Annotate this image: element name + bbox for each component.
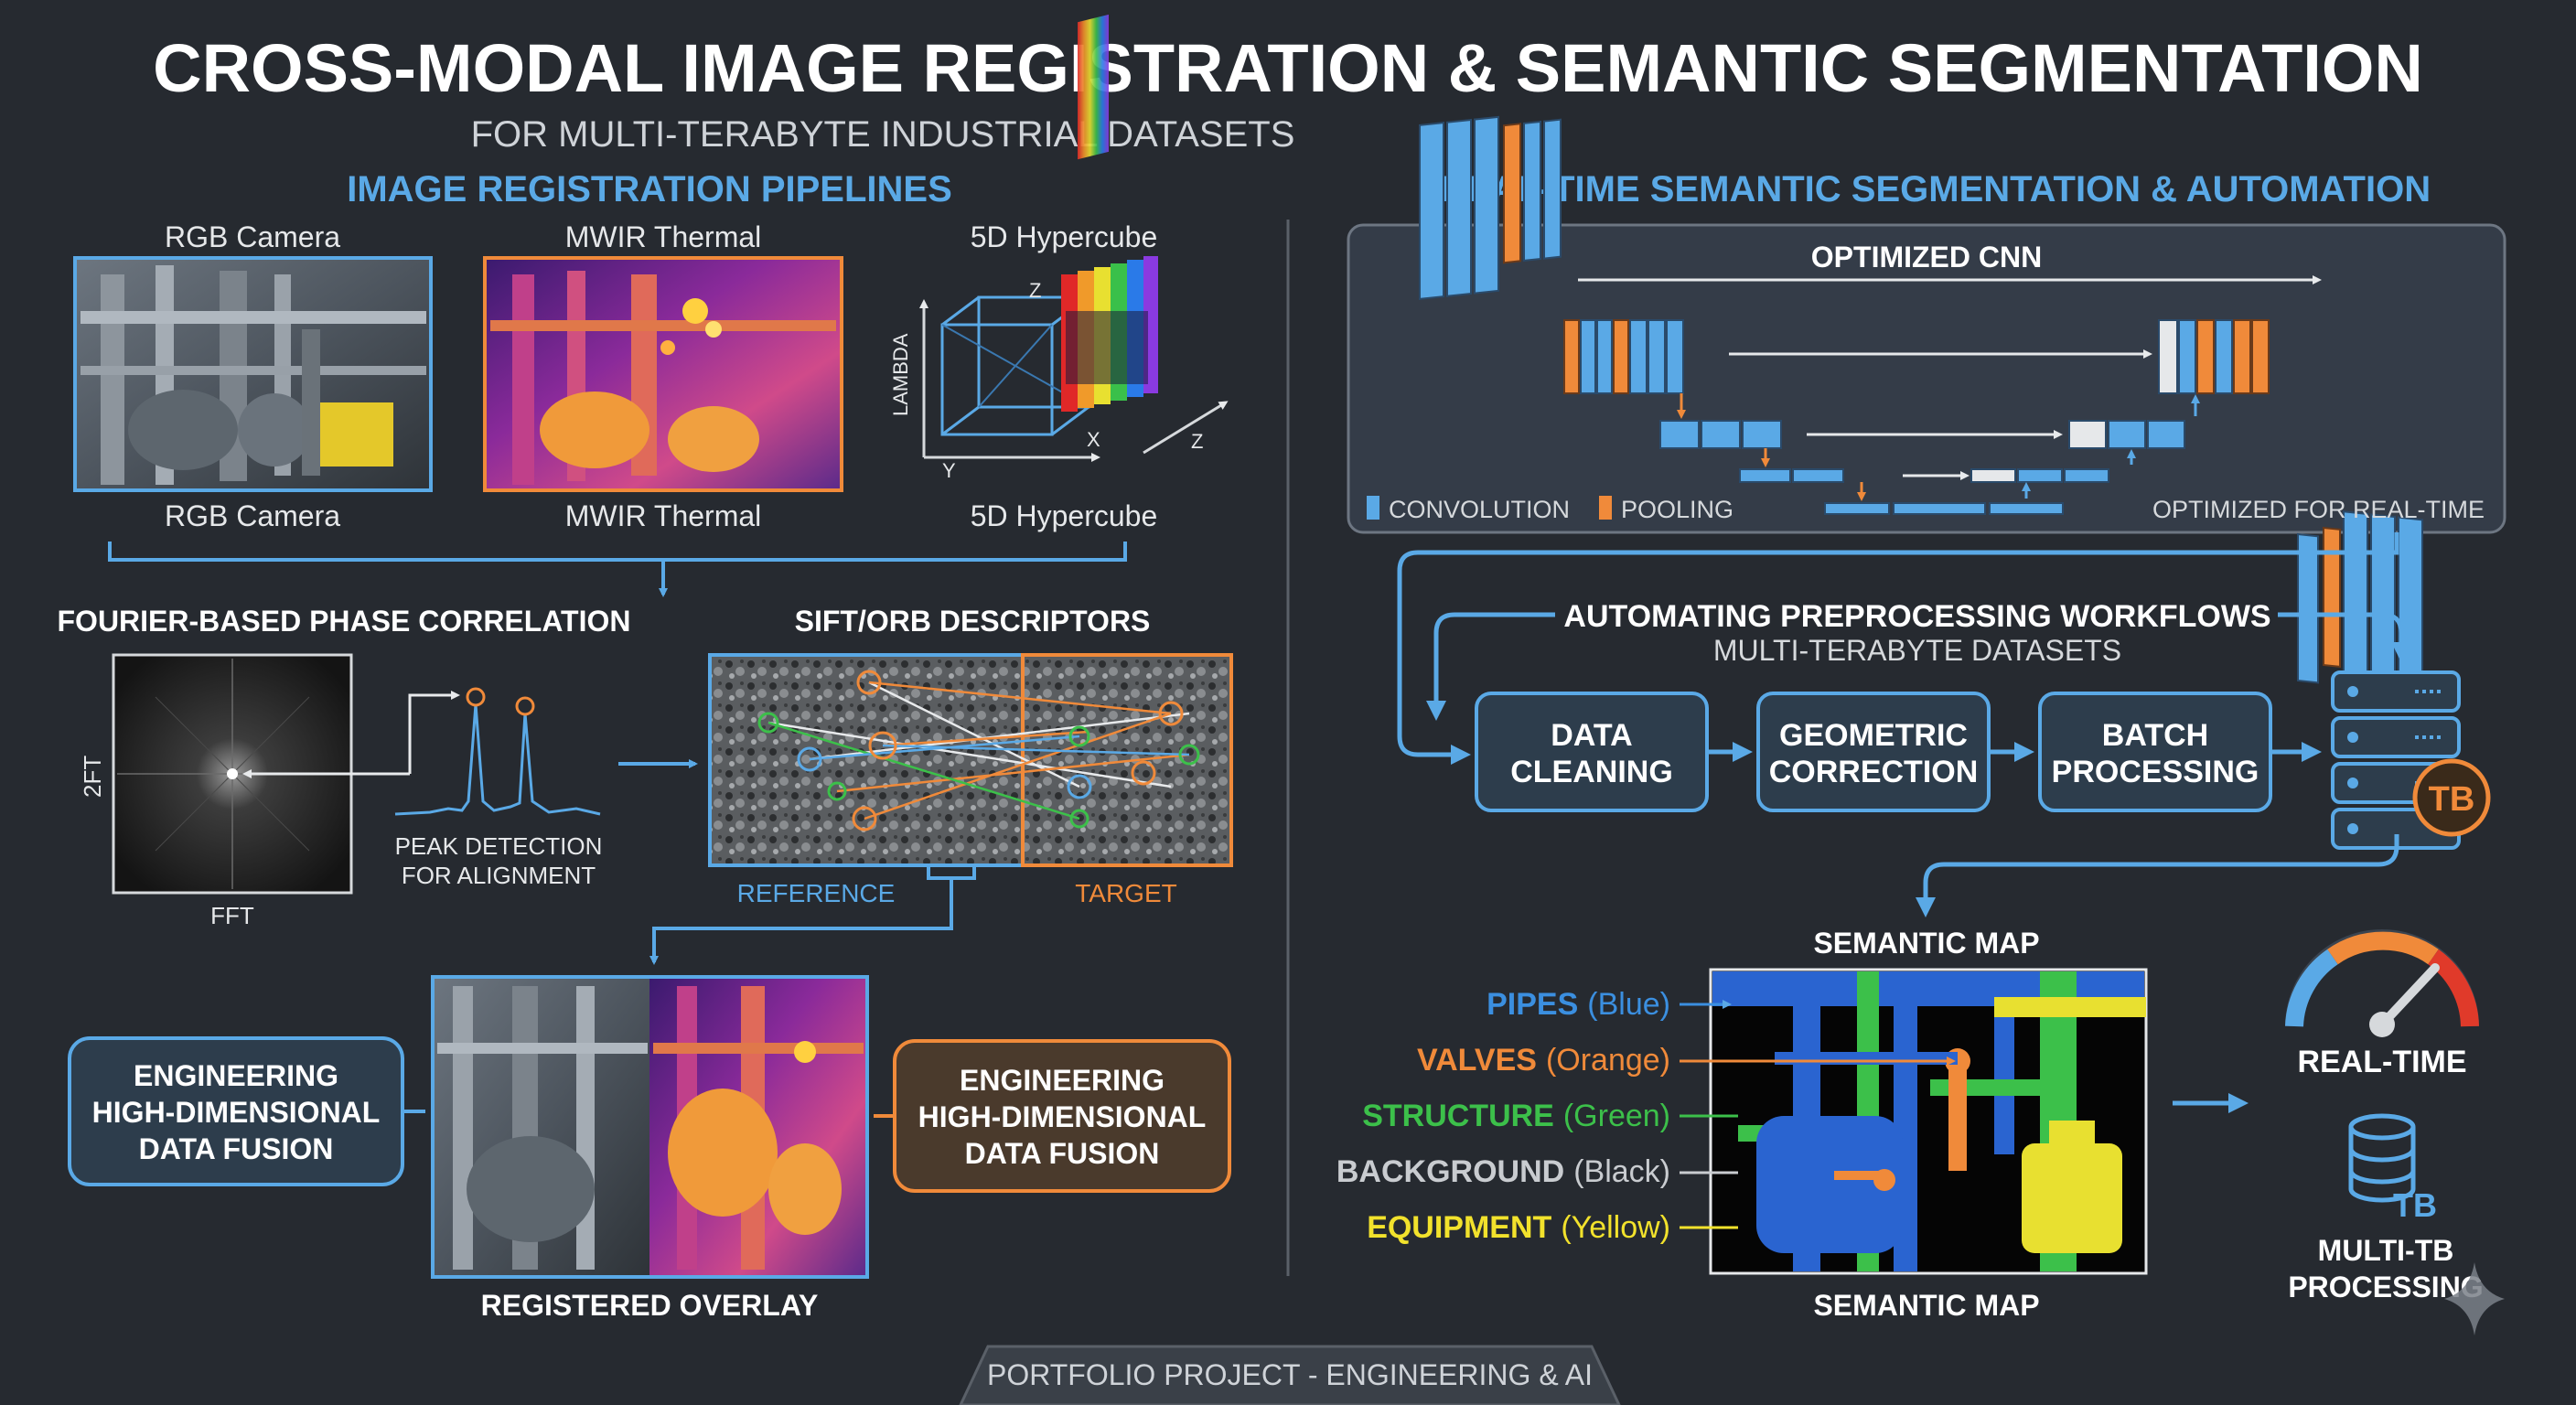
fft-y-label: 2FT: [79, 756, 106, 798]
sift-title: SIFT/ORB DESCRIPTORS: [795, 605, 1151, 638]
legend-pool-swatch: [1599, 496, 1612, 520]
step-3-line2: PROCESSING: [2052, 755, 2259, 789]
legend-valves-key: VALVES: [1417, 1043, 1537, 1078]
step-1-line1: DATA: [1551, 718, 1632, 753]
speedometer-icon: [2285, 929, 2479, 1037]
fusion-left-line3: DATA FUSION: [139, 1132, 334, 1165]
axis-lambda: LAMBDA: [889, 333, 912, 416]
sift-reference-label: REFERENCE: [737, 879, 896, 907]
step-3-line1: BATCH: [2102, 718, 2208, 753]
legend-background: BACKGROUND (Black): [1336, 1154, 1670, 1189]
semantic-map-title-bottom: SEMANTIC MAP: [1813, 1289, 2039, 1322]
fusion-right-line2: HIGH-DIMENSIONAL: [918, 1100, 1207, 1133]
db-tb-badge: TB: [2393, 1186, 2437, 1224]
right-section-title: REAL-TIME SEMANTIC SEGMENTATION & AUTOMA…: [1441, 169, 2431, 209]
cnn-title: OPTIMIZED CNN: [1811, 241, 2042, 273]
fourier-title: FOURIER-BASED PHASE CORRELATION: [58, 605, 631, 638]
cnn-to-workflow-connector: [1397, 532, 2399, 765]
hypercube-label-bottom: 5D Hypercube: [971, 499, 1158, 532]
storage-tb-badge: TB: [2429, 780, 2475, 819]
peak-signal-curve: [394, 703, 601, 816]
realtime-label: REAL-TIME: [2297, 1045, 2466, 1079]
fusion-right-line1: ENGINEERING: [960, 1064, 1165, 1097]
overlay-label: REGISTERED OVERLAY: [481, 1289, 819, 1322]
footer-text: PORTFOLIO PROJECT - ENGINEERING & AI: [987, 1358, 1593, 1391]
legend-structure-key: STRUCTURE: [1362, 1099, 1554, 1133]
sift-to-overlay-arrow: [654, 865, 976, 962]
rgb-label-bottom: RGB Camera: [165, 499, 340, 532]
main-title: CROSS-MODAL IMAGE REGISTRATION & SEMANTI…: [153, 30, 2423, 106]
sensor-merge-bracket: [108, 542, 1127, 595]
mwir-thermal-image: [483, 256, 843, 492]
multitb-label-line1: MULTI-TB: [2318, 1234, 2454, 1267]
hypercube-diagram: LAMBDA Z X Y Z: [889, 14, 1229, 482]
fusion-right-line3: DATA FUSION: [965, 1137, 1160, 1170]
legend-background-desc: (Black): [1573, 1154, 1670, 1189]
thermal-label-bottom: MWIR Thermal: [565, 499, 762, 532]
legend-valves: VALVES (Orange): [1417, 1043, 1670, 1078]
legend-equipment-key: EQUIPMENT: [1367, 1210, 1551, 1245]
step-2-line2: CORRECTION: [1769, 755, 1979, 789]
legend-structure-desc: (Green): [1563, 1099, 1670, 1133]
step-data-cleaning: DATA CLEANING: [1475, 692, 1709, 812]
legend-structure: STRUCTURE (Green): [1362, 1099, 1670, 1133]
fusion-left-line1: ENGINEERING: [134, 1059, 338, 1092]
axis-z: Z: [1029, 279, 1041, 302]
legend-pipes-key: PIPES: [1487, 987, 1578, 1022]
semantic-map-title-top: SEMANTIC MAP: [1813, 927, 2039, 960]
legend-background-key: BACKGROUND: [1336, 1154, 1564, 1189]
legend-equipment-desc: (Yellow): [1561, 1210, 1670, 1245]
legend-conv-label: CONVOLUTION: [1389, 496, 1570, 523]
legend-equipment: EQUIPMENT (Yellow): [1367, 1210, 1670, 1245]
rgb-label-top: RGB Camera: [165, 220, 340, 253]
sift-target-label: TARGET: [1075, 879, 1176, 907]
cnn-encoder: [1419, 115, 2064, 515]
peak-label-line1: PEAK DETECTION: [395, 832, 603, 860]
registered-overlay-image: [431, 975, 869, 1279]
workflow-loop-left: [1426, 612, 1555, 721]
axis-z2: Z: [1191, 430, 1203, 453]
left-section-title: IMAGE REGISTRATION PIPELINES: [347, 169, 952, 209]
fusion-box-left: ENGINEERING HIGH-DIMENSIONAL DATA FUSION: [68, 1036, 404, 1186]
fusion-left-line2: HIGH-DIMENSIONAL: [92, 1096, 381, 1129]
step-1-line2: CLEANING: [1510, 755, 1673, 789]
storage-to-map-connector: [1916, 834, 2399, 917]
peak-marker-1: [466, 687, 486, 707]
step-geometric-correction: GEOMETRIC CORRECTION: [1756, 692, 1991, 812]
legend-pipes: PIPES (Blue): [1487, 987, 1670, 1022]
rgb-camera-image: [73, 256, 433, 492]
sparkle-icon: [2444, 1262, 2505, 1335]
axis-y: Y: [942, 459, 956, 482]
main-subtitle: FOR MULTI-TERABYTE INDUSTRIAL DATASETS: [471, 114, 1295, 155]
legend-pool-label: POOLING: [1621, 496, 1733, 523]
semantic-map-image: [1709, 968, 2148, 1275]
footer-banner: PORTFOLIO PROJECT - ENGINEERING & AI: [959, 1345, 1621, 1405]
semantic-legend: PIPES (Blue) VALVES (Orange) STRUCTURE (Gre…: [1336, 987, 1956, 1245]
workflow-title: AUTOMATING PREPROCESSING WORKFLOWS: [1563, 599, 2270, 634]
peak-label-line2: FOR ALIGNMENT: [402, 862, 596, 889]
database-icon: TB: [2348, 1113, 2437, 1224]
legend-pipes-desc: (Blue): [1587, 987, 1670, 1022]
hypercube-label-top: 5D Hypercube: [971, 220, 1158, 253]
step-2-line1: GEOMETRIC: [1779, 718, 1968, 753]
workflow-loop-right: [2278, 612, 2411, 662]
axis-x: X: [1087, 428, 1100, 451]
thermal-label-top: MWIR Thermal: [565, 220, 762, 253]
cnn-realtime-note: OPTIMIZED FOR REAL-TIME: [2152, 496, 2485, 523]
fft-to-peak-connector: [408, 691, 460, 774]
sift-image-pair: [708, 653, 1233, 867]
workflow-subtitle: MULTI-TERABYTE DATASETS: [1713, 634, 2121, 667]
fft-x-label: FFT: [210, 902, 254, 929]
fusion-box-right: ENGINEERING HIGH-DIMENSIONAL DATA FUSION: [893, 1039, 1231, 1193]
legend-conv-swatch: [1367, 496, 1379, 520]
step-batch-processing: BATCH PROCESSING: [2038, 692, 2272, 812]
legend-valves-desc: (Orange): [1546, 1043, 1670, 1078]
peak-marker-2: [515, 696, 535, 716]
server-storage-icon: TB: [2331, 670, 2491, 850]
